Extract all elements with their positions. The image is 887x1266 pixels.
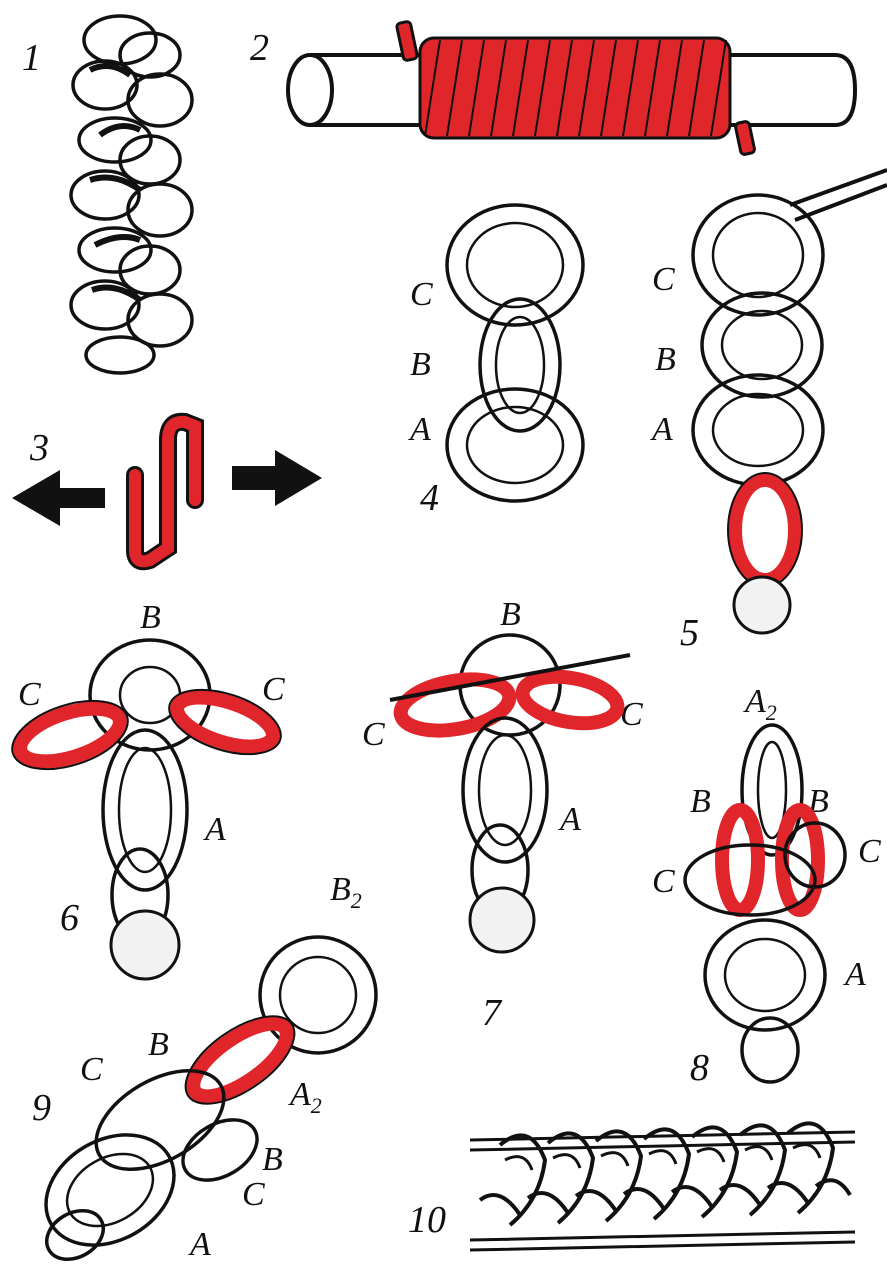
figure-3-number: 3 [29, 427, 49, 469]
figure-9-label-b2: B2 [330, 871, 362, 913]
figure-9-number: 9 [32, 1087, 51, 1129]
figure-9-label-b: B [148, 1026, 169, 1063]
figure-9-label-c: C [80, 1051, 103, 1088]
red-wire-coil [396, 21, 755, 155]
figure-10-number: 10 [408, 1199, 446, 1241]
weight-disc [734, 577, 790, 633]
figure-9-label-a: A [188, 1226, 211, 1263]
figure-3-opening-ring: 3 [12, 422, 322, 561]
figure-7-number: 7 [482, 992, 503, 1034]
figure-4-label-a: A [408, 411, 431, 448]
figure-4-label-c: C [410, 276, 433, 313]
figure-6-label-c-left: C [18, 676, 41, 713]
figure-9-label-a2: A2 [288, 1076, 322, 1118]
figure-6-number: 6 [60, 897, 79, 939]
figure-8-label-b-left: B [690, 783, 711, 820]
figure-6-label-c-right: C [262, 671, 285, 708]
arrow-right-icon [232, 450, 322, 506]
figure-6-rings-spread: B C C A 6 [4, 599, 289, 979]
figure-4-number: 4 [420, 477, 439, 519]
figure-1-number: 1 [22, 37, 41, 79]
figure-1-byzantine-chain: 1 [22, 16, 192, 373]
chain-illustration [71, 16, 192, 373]
figure-8-label-a: A [843, 956, 866, 993]
figure-5-label-a: A [650, 411, 673, 448]
figure-6-label-b: B [140, 599, 161, 636]
weight-disc [111, 911, 179, 979]
figure-2-coil-on-mandrel: 2 [250, 21, 855, 155]
figure-6-label-a: A [203, 811, 226, 848]
figure-8-number: 8 [690, 1047, 709, 1089]
figure-7-wire-inserted: B C C A 7 [362, 596, 643, 1034]
figure-8-label-a2: A2 [743, 683, 777, 725]
figure-10-finished-chain: 10 [408, 1123, 855, 1250]
arrow-left-icon [12, 470, 105, 526]
figure-7-label-b: B [500, 596, 521, 633]
figure-5-chain-with-weight: C B A 5 [650, 170, 887, 654]
figure-4-label-b: B [410, 346, 431, 383]
figure-4-three-rings: C B A 4 [408, 205, 583, 519]
figure-7-label-c-left: C [362, 716, 385, 753]
figure-9-label-c-low: C [242, 1176, 265, 1213]
figure-2-number: 2 [250, 27, 269, 69]
figure-8-label-c-right: C [858, 833, 881, 870]
figure-8-label-c-left: C [652, 863, 675, 900]
figure-5-label-b: B [655, 341, 676, 378]
figure-9-label-b-low: B [262, 1141, 283, 1178]
figure-5-label-c: C [652, 261, 675, 298]
figure-7-label-a: A [558, 801, 581, 838]
figure-5-number: 5 [680, 612, 699, 654]
figure-8-folded-rings: A2 B B C C A 8 [652, 683, 881, 1089]
weight-disc [470, 888, 534, 952]
